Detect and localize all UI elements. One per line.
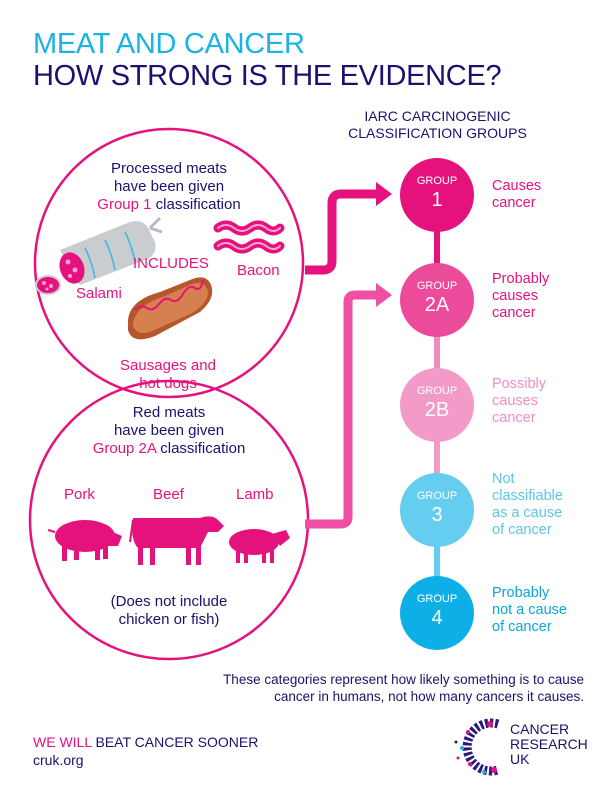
- group-4-description: Probably not a cause of cancer: [492, 585, 567, 636]
- group-4-circle: GROUP 4: [400, 576, 474, 650]
- group-1-circle: GROUP 1: [400, 158, 474, 232]
- group-1-description: Causes cancer: [492, 178, 541, 212]
- salami-label: Salami: [76, 285, 122, 302]
- desc-line: Causes: [492, 178, 542, 194]
- classification-word: classification: [155, 196, 241, 213]
- classification-heading-line2: CLASSIFICATION GROUPS: [348, 125, 527, 141]
- processed-meats-line1: Processed meats: [111, 160, 227, 177]
- desc-line: cancer: [492, 195, 536, 211]
- desc-line: Possibly: [492, 376, 546, 392]
- arrow-head-group-1-icon: [376, 182, 392, 206]
- desc-line: classifiable: [492, 488, 563, 504]
- group-label: GROUP: [416, 490, 458, 502]
- desc-line: causes: [492, 288, 538, 304]
- group-2b-description: Possibly causes cancer: [492, 376, 546, 427]
- group-number: 2B: [424, 399, 450, 421]
- beef-label: Beef: [153, 486, 184, 503]
- sausages-label-line2: hot dogs: [139, 375, 197, 392]
- red-meats-line3: Group 2A classification: [69, 440, 269, 458]
- exclusion-note: (Does not include chicken or fish): [79, 593, 259, 629]
- desc-line: of cancer: [492, 619, 552, 635]
- desc-line: Probably: [492, 585, 550, 601]
- red-meats-line1: Red meats: [132, 404, 206, 421]
- group-3-circle: GROUP 3: [400, 473, 474, 547]
- includes-label: INCLUDES: [133, 255, 209, 272]
- sausages-label-line1: Sausages and: [120, 357, 216, 374]
- arrow-to-group-1: [305, 189, 378, 275]
- title-line-2: HOW STRONG IS THE EVIDENCE?: [33, 60, 502, 92]
- pig-icon: [47, 520, 122, 561]
- group-label: GROUP: [416, 385, 458, 397]
- lamb-label: Lamb: [236, 486, 274, 503]
- exclusion-line1: (Does not include: [110, 593, 228, 610]
- cancer-research-uk-logo-icon: [454, 718, 500, 776]
- desc-line: cancer: [492, 305, 536, 321]
- arrow-head-group-2a-icon: [376, 283, 392, 307]
- pork-label: Pork: [64, 486, 95, 503]
- group-1-highlight: Group 1: [97, 196, 152, 213]
- group-3-description: Not classifiable as a cause of cancer: [492, 471, 563, 539]
- salami-icon: [35, 216, 163, 295]
- desc-line: causes: [492, 393, 538, 409]
- logo-line2: RESEARCH: [510, 736, 588, 752]
- bacon-label: Bacon: [237, 262, 280, 279]
- red-meats-line2: have been given: [113, 422, 225, 439]
- logo-text: CANCER RESEARCH UK: [510, 722, 588, 767]
- group-2a-highlight: Group 2A: [92, 440, 157, 457]
- bacon-icon: [213, 220, 285, 254]
- desc-line: Probably: [492, 271, 550, 287]
- classification-heading-line1: IARC CARCINOGENIC: [364, 108, 511, 124]
- processed-meats-line3: Group 1 classification: [69, 196, 269, 214]
- footnote-line1: These categories represent how likely so…: [223, 672, 584, 687]
- processed-meats-circle: [33, 127, 305, 399]
- cow-icon: [129, 516, 224, 565]
- exclusion-line2: chicken or fish): [118, 611, 220, 628]
- group-label: GROUP: [416, 593, 458, 605]
- slogan-highlight: WE WILL: [33, 734, 92, 750]
- group-label: GROUP: [416, 175, 458, 187]
- desc-line: not a cause: [492, 602, 567, 618]
- group-2a-description: Probably causes cancer: [492, 271, 549, 322]
- title-line-1: MEAT AND CANCER: [33, 28, 305, 60]
- group-number: 4: [431, 607, 443, 629]
- arrow-to-group-2a: [305, 290, 378, 529]
- group-number: 3: [431, 504, 443, 526]
- slogan: WE WILL BEAT CANCER SOONER: [33, 734, 258, 750]
- footnote-line2: cancer in humans, not how many cancers i…: [274, 689, 584, 704]
- hot-dog-icon: [128, 277, 213, 340]
- logo-line3: UK: [510, 751, 530, 767]
- desc-line: of cancer: [492, 522, 552, 538]
- footnote: These categories represent how likely so…: [164, 671, 584, 705]
- website-link[interactable]: cruk.org: [33, 752, 84, 768]
- group-label: GROUP: [416, 280, 458, 292]
- processed-meats-line2: have been given: [113, 178, 225, 195]
- lamb-icon: [229, 529, 290, 563]
- desc-line: as a cause: [492, 505, 563, 521]
- group-number: 1: [431, 189, 443, 211]
- group-number: 2A: [424, 294, 450, 316]
- classification-word: classification: [160, 440, 246, 457]
- classification-heading: IARC CARCINOGENIC CLASSIFICATION GROUPS: [320, 108, 555, 142]
- group-2b-circle: GROUP 2B: [400, 368, 474, 442]
- red-meats-description: Red meats have been given Group 2A class…: [69, 404, 269, 458]
- processed-meats-description: Processed meats have been given Group 1 …: [69, 160, 269, 214]
- group-2a-circle: GROUP 2A: [400, 263, 474, 337]
- sausages-label: Sausages and hot dogs: [118, 357, 218, 393]
- logo-line1: CANCER: [510, 721, 570, 737]
- desc-line: Not: [492, 471, 515, 487]
- slogan-rest: BEAT CANCER SOONER: [91, 734, 259, 750]
- desc-line: cancer: [492, 410, 536, 426]
